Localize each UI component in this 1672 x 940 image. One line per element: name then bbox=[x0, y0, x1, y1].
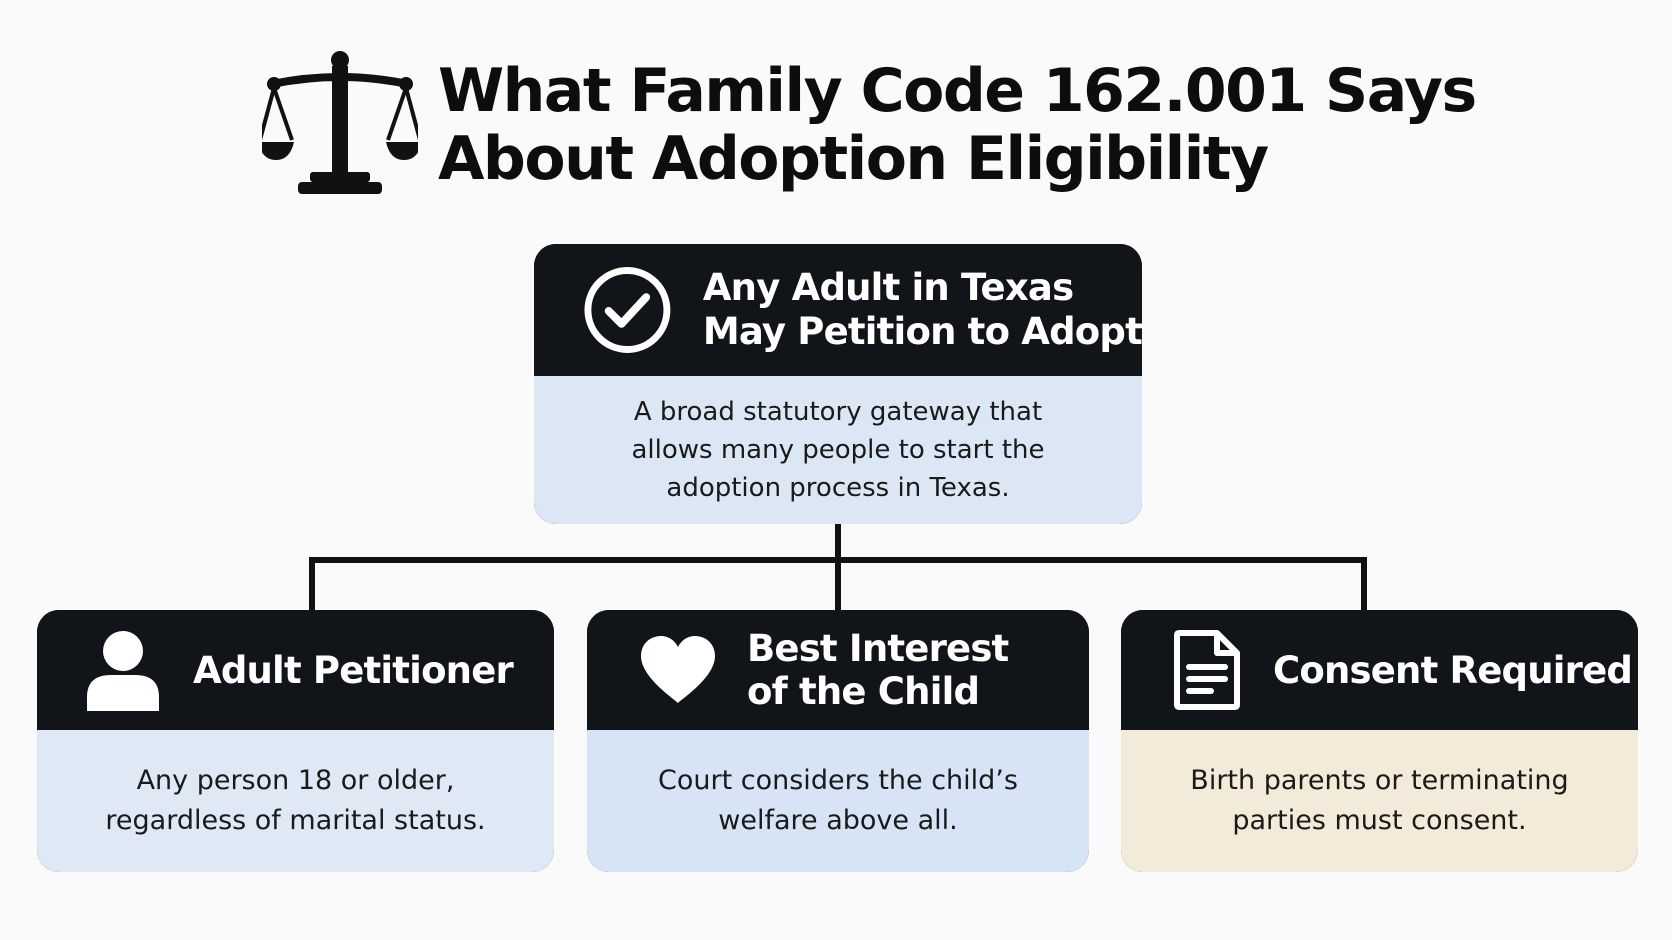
card-any-adult-body-line-3: adoption process in Texas. bbox=[666, 473, 1010, 503]
card-adult-petitioner-body-line-1: Any person 18 or older, bbox=[136, 765, 455, 796]
card-adult-petitioner-header: Adult Petitioner bbox=[37, 610, 554, 730]
page-header: What Family Code 162.001 Says About Adop… bbox=[262, 48, 1477, 198]
card-any-adult-body-line-1: A broad statutory gateway that bbox=[633, 397, 1043, 427]
page-title: What Family Code 162.001 Says About Adop… bbox=[438, 56, 1477, 194]
card-consent-required-body: Birth parents or terminating parties mus… bbox=[1121, 730, 1638, 872]
card-any-adult: Any Adult in Texas May Petition to Adopt… bbox=[534, 244, 1142, 524]
card-best-interest-body-line-2: welfare above all. bbox=[718, 805, 958, 836]
card-consent-required-title-text: Consent Required bbox=[1273, 648, 1633, 692]
card-adult-petitioner: Adult Petitioner Any person 18 or older,… bbox=[37, 610, 554, 872]
card-any-adult-title: Any Adult in Texas May Petition to Adopt bbox=[703, 266, 1142, 354]
person-icon bbox=[87, 631, 159, 711]
card-best-interest-header: Best Interest of the Child bbox=[587, 610, 1089, 730]
card-consent-required-body-line-1: Birth parents or terminating bbox=[1190, 765, 1569, 796]
heart-icon bbox=[641, 636, 715, 703]
card-consent-required-header: Consent Required bbox=[1121, 610, 1638, 730]
card-consent-required-body-line-2: parties must consent. bbox=[1232, 805, 1527, 836]
card-adult-petitioner-body: Any person 18 or older, regardless of ma… bbox=[37, 730, 554, 872]
card-any-adult-header: Any Adult in Texas May Petition to Adopt bbox=[534, 244, 1142, 376]
card-best-interest-title-line-2: of the Child bbox=[747, 670, 980, 713]
card-adult-petitioner-title-text: Adult Petitioner bbox=[193, 648, 514, 692]
document-icon bbox=[1174, 630, 1240, 710]
page-title-line-1: What Family Code 162.001 Says bbox=[438, 56, 1477, 126]
page-title-line-2: About Adoption Eligibility bbox=[438, 124, 1269, 194]
card-best-interest-body: Court considers the child’s welfare abov… bbox=[587, 730, 1089, 872]
card-best-interest-body-line-1: Court considers the child’s bbox=[658, 765, 1018, 796]
card-adult-petitioner-body-line-2: regardless of marital status. bbox=[105, 805, 486, 836]
card-consent-required: Consent Required Birth parents or termin… bbox=[1121, 610, 1638, 872]
card-consent-required-title: Consent Required bbox=[1273, 648, 1633, 692]
card-any-adult-body-line-2: allows many people to start the bbox=[631, 435, 1045, 465]
card-any-adult-body: A broad statutory gateway that allows ma… bbox=[534, 376, 1142, 524]
card-any-adult-title-line-2: May Petition to Adopt bbox=[702, 310, 1142, 353]
card-best-interest-title-line-1: Best Interest bbox=[747, 627, 1009, 670]
card-best-interest: Best Interest of the Child Court conside… bbox=[587, 610, 1089, 872]
card-any-adult-title-line-1: Any Adult in Texas bbox=[702, 266, 1074, 309]
scales-of-justice-icon bbox=[262, 51, 418, 194]
check-circle-icon bbox=[584, 267, 671, 353]
card-best-interest-title: Best Interest of the Child bbox=[747, 627, 1009, 713]
card-adult-petitioner-title: Adult Petitioner bbox=[193, 648, 514, 692]
